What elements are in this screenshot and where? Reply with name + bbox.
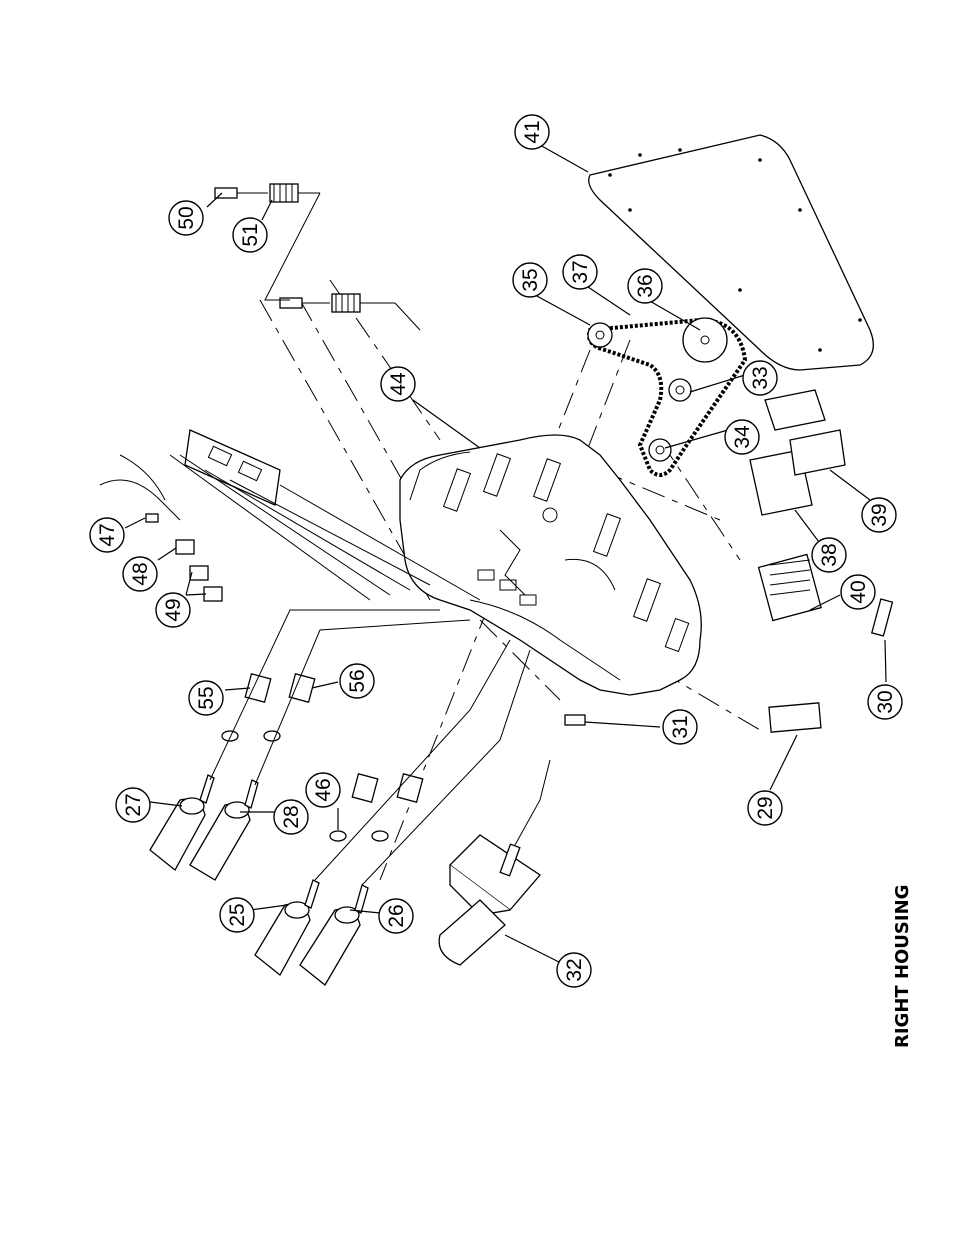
callout-50: 50 (169, 201, 203, 235)
callout-31: 31 (663, 710, 697, 744)
spring-screw-set (215, 184, 420, 330)
gear-motor (439, 760, 550, 965)
callout-33: 33 (743, 361, 777, 395)
callout-39: 39 (862, 498, 896, 532)
callout-48: 48 (123, 557, 157, 591)
callout-34: 34 (725, 420, 759, 454)
svg-text:27: 27 (122, 793, 145, 816)
callout-37: 37 (563, 255, 597, 289)
svg-text:44: 44 (387, 372, 410, 396)
svg-text:37: 37 (569, 260, 592, 283)
callout-51: 51 (233, 218, 267, 252)
svg-text:41: 41 (521, 120, 544, 143)
callout-47: 47 (90, 518, 124, 552)
callout-25: 25 (220, 898, 254, 932)
callout-56: 56 (340, 664, 374, 698)
callout-32: 32 (557, 953, 591, 987)
chain-drive (588, 318, 745, 475)
callout-49: 49 (156, 593, 190, 627)
svg-text:38: 38 (818, 543, 841, 566)
diagram-title: RIGHT HOUSING (892, 885, 913, 1048)
svg-text:26: 26 (385, 904, 408, 927)
callout-29: 29 (748, 791, 782, 825)
svg-text:34: 34 (731, 425, 754, 449)
callout-30: 30 (868, 685, 902, 719)
svg-text:47: 47 (96, 523, 119, 546)
callout-28: 28 (274, 800, 308, 834)
svg-text:55: 55 (195, 686, 218, 709)
svg-text:29: 29 (754, 796, 777, 819)
svg-text:49: 49 (162, 598, 185, 621)
svg-text:28: 28 (280, 805, 303, 828)
svg-text:40: 40 (847, 580, 870, 603)
callout-41: 41 (515, 115, 549, 149)
svg-text:36: 36 (634, 274, 657, 297)
cover-plate (589, 135, 874, 370)
svg-text:39: 39 (868, 503, 891, 526)
svg-text:31: 31 (669, 715, 692, 738)
callout-40: 40 (841, 575, 875, 609)
callout-46: 46 (306, 773, 340, 807)
svg-text:32: 32 (563, 958, 586, 981)
svg-text:46: 46 (312, 778, 335, 801)
svg-text:56: 56 (346, 669, 369, 692)
callout-26: 26 (379, 899, 413, 933)
svg-text:25: 25 (226, 903, 249, 926)
callout-27: 27 (116, 788, 150, 822)
svg-text:30: 30 (874, 690, 897, 713)
svg-text:51: 51 (239, 223, 262, 246)
svg-text:50: 50 (175, 206, 198, 229)
callout-36: 36 (628, 269, 662, 303)
callout-44: 44 (381, 367, 415, 401)
svg-text:33: 33 (749, 366, 772, 389)
svg-text:48: 48 (129, 562, 152, 585)
callout-35: 35 (513, 263, 547, 297)
svg-text:35: 35 (519, 268, 542, 291)
callout-38: 38 (812, 538, 846, 572)
callout-55: 55 (189, 681, 223, 715)
